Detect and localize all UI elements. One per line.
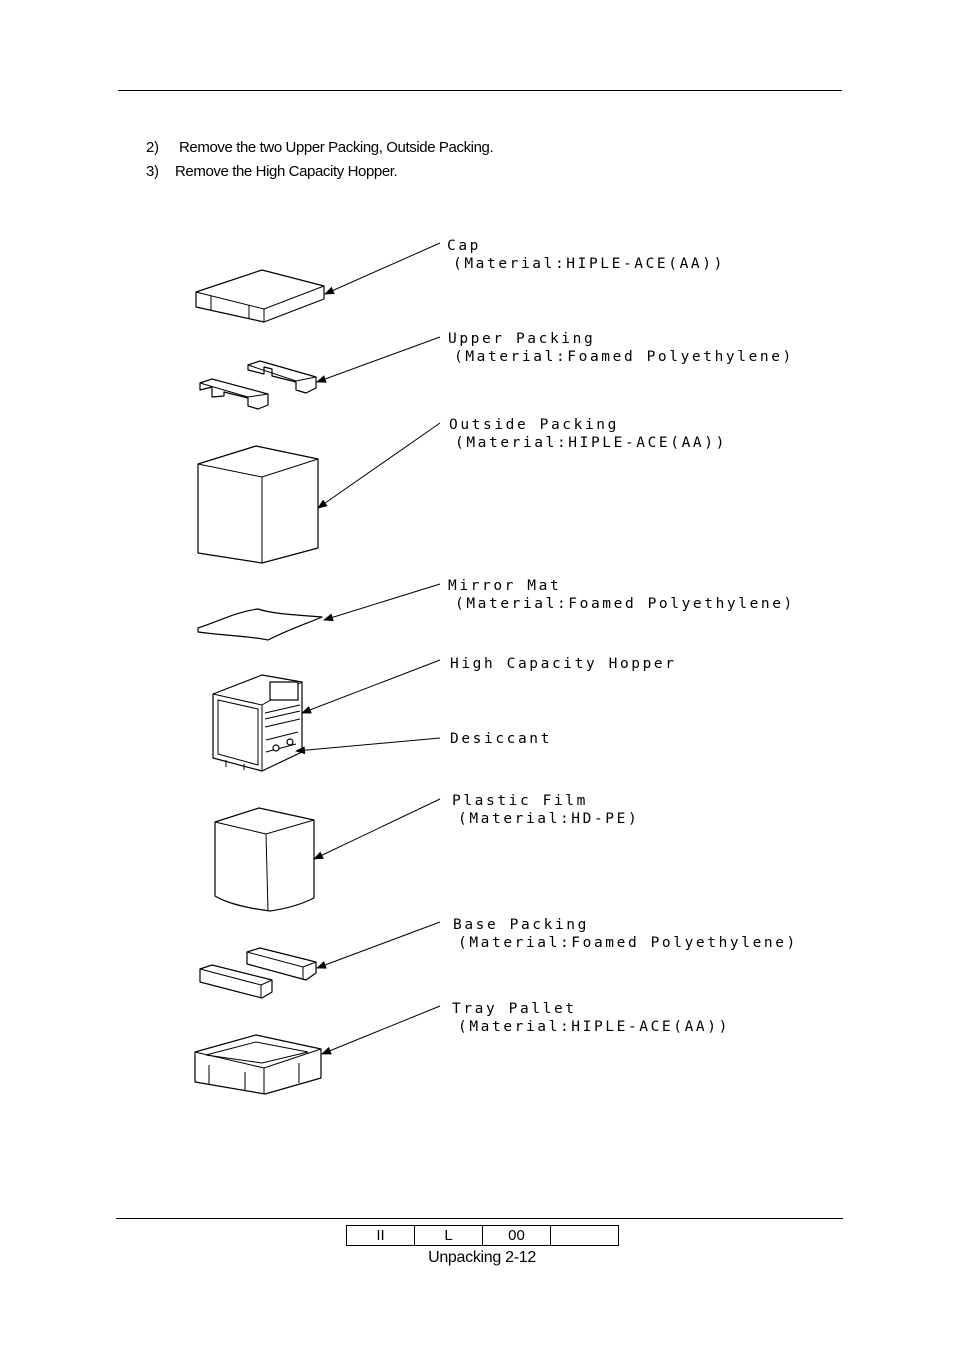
revision-cell: II: [346, 1225, 415, 1246]
revision-cell: 00: [482, 1225, 551, 1246]
step-text: Remove the High Capacity Hopper.: [175, 163, 398, 180]
step-text: Remove the two Upper Packing, Outside Pa…: [179, 139, 494, 156]
page-label: Unpacking 2-12: [428, 1249, 536, 1266]
step-3: 3) Remove the High Capacity Hopper.: [146, 163, 398, 180]
high-capacity-hopper-label: High Capacity Hopper: [450, 656, 677, 672]
desiccant-label: Desiccant: [450, 731, 552, 747]
base-packing-material: (Material:Foamed Polyethylene): [458, 935, 798, 951]
mirror-mat-label: Mirror Mat: [448, 578, 561, 594]
high-capacity-hopper-illustration: [212, 659, 441, 772]
upper-packing-material: (Material:Foamed Polyethylene): [454, 349, 794, 365]
outside-packing-label: Outside Packing: [449, 417, 619, 433]
base-packing-illustration: [199, 921, 441, 999]
step-2: 2) Remove the two Upper Packing, Outside …: [146, 139, 494, 156]
outside-packing-illustration: [197, 422, 441, 564]
upper-packing-label: Upper Packing: [448, 331, 595, 347]
cap-label: Cap: [447, 238, 481, 254]
revision-cell: [550, 1225, 619, 1246]
header-rule: [118, 90, 842, 91]
plastic-film-label: Plastic Film: [452, 793, 588, 809]
plastic-film-material: (Material:HD-PE): [458, 811, 639, 827]
footer-rule: [116, 1218, 843, 1219]
step-number: 3): [146, 163, 159, 180]
mirror-mat-material: (Material:Foamed Polyethylene): [455, 596, 795, 612]
revision-table: II L 00: [346, 1225, 619, 1246]
cap-material: (Material:HIPLE-ACE(AA)): [453, 256, 725, 272]
tray-pallet-label: Tray Pallet: [452, 1001, 577, 1017]
base-packing-label: Base Packing: [453, 917, 589, 933]
cap-illustration: [195, 242, 441, 323]
upper-packing-illustration: [199, 336, 441, 410]
tray-pallet-illustration: [194, 1005, 441, 1095]
plastic-film-illustration: [214, 798, 441, 912]
outside-packing-material: (Material:HIPLE-ACE(AA)): [455, 435, 727, 451]
tray-pallet-material: (Material:HIPLE-ACE(AA)): [458, 1019, 730, 1035]
revision-cell: L: [414, 1225, 483, 1246]
step-number: 2): [146, 139, 159, 156]
mirror-mat-illustration: [197, 583, 441, 641]
